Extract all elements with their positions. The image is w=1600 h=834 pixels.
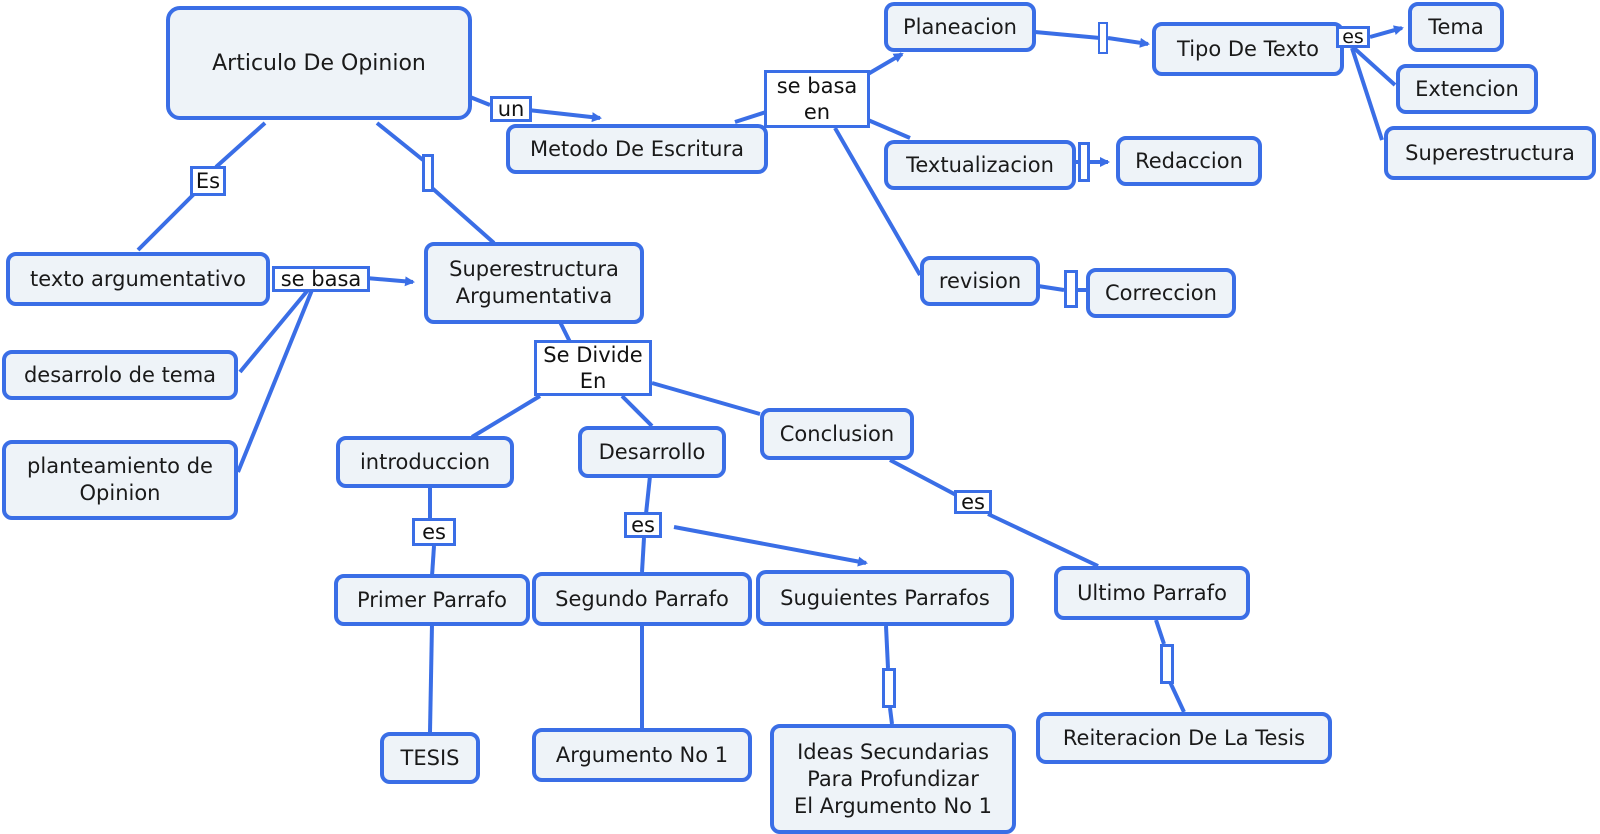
concept-desarrolo-de-tema[interactable]: desarrolo de tema bbox=[2, 350, 238, 400]
connector bbox=[640, 537, 646, 573]
concept-articulo-de-opinion[interactable]: Articulo De Opinion bbox=[166, 6, 472, 120]
connector bbox=[833, 126, 922, 277]
connector bbox=[136, 192, 196, 252]
concept-ideas-secundarias[interactable]: Ideas Secundarias Para Profundizar El Ar… bbox=[770, 724, 1016, 834]
concept-reiteracion-de-la-tesis[interactable]: Reiteracion De La Tesis bbox=[1036, 712, 1332, 764]
connector bbox=[470, 394, 542, 439]
link-label-se-divide-en[interactable]: Se Divide En bbox=[534, 340, 652, 396]
connector bbox=[651, 381, 761, 416]
connector bbox=[1369, 25, 1404, 39]
connector bbox=[734, 110, 767, 124]
connector bbox=[469, 95, 491, 107]
link-label-es-desarrollo[interactable]: es bbox=[624, 512, 662, 538]
connector bbox=[558, 321, 572, 343]
connector bbox=[375, 121, 425, 162]
empty-link-bar[interactable] bbox=[422, 154, 434, 192]
connector bbox=[1037, 284, 1065, 292]
concept-tema[interactable]: Tema bbox=[1408, 2, 1504, 52]
concept-argumento-no-1[interactable]: Argumento No 1 bbox=[532, 728, 752, 782]
concept-extencion[interactable]: Extencion bbox=[1396, 64, 1538, 114]
empty-link-bar[interactable] bbox=[1160, 644, 1174, 684]
connector bbox=[866, 52, 904, 76]
connector bbox=[1034, 30, 1101, 40]
connector bbox=[889, 458, 959, 498]
link-label-es-main[interactable]: Es bbox=[190, 166, 226, 196]
concept-superestructura[interactable]: Superestructura bbox=[1384, 126, 1596, 180]
concept-primer-parrafo[interactable]: Primer Parrafo bbox=[334, 574, 530, 626]
link-label-un[interactable]: un bbox=[490, 96, 532, 122]
concept-ultimo-parrafo[interactable]: Ultimo Parrafo bbox=[1054, 566, 1250, 620]
connector bbox=[430, 186, 496, 245]
connector bbox=[527, 108, 602, 123]
connector bbox=[987, 512, 1099, 568]
concept-tesis[interactable]: TESIS bbox=[380, 732, 480, 784]
concept-superestructura-argumentativa[interactable]: Superestructura Argumentativa bbox=[424, 242, 644, 324]
concept-tipo-de-texto[interactable]: Tipo De Texto bbox=[1152, 22, 1344, 76]
connector bbox=[867, 118, 911, 140]
empty-link-bar[interactable] bbox=[1064, 270, 1078, 308]
link-label-se-basa[interactable]: se basa bbox=[272, 266, 370, 292]
concept-texto-argumentativo[interactable]: texto argumentativo bbox=[6, 252, 270, 306]
concept-suguientes-parrafos[interactable]: Suguientes Parrafos bbox=[756, 570, 1014, 626]
concept-desarrollo[interactable]: Desarrollo bbox=[578, 426, 726, 478]
link-label-se-basa-en[interactable]: se basa en bbox=[764, 70, 870, 128]
concept-introduccion[interactable]: introduccion bbox=[336, 436, 514, 488]
connector bbox=[1154, 619, 1166, 645]
connector bbox=[1350, 47, 1384, 141]
concept-correccion[interactable]: Correccion bbox=[1086, 268, 1236, 318]
concept-revision[interactable]: revision bbox=[920, 256, 1040, 306]
link-label-es-tipo[interactable]: es bbox=[1336, 26, 1370, 48]
connector bbox=[644, 475, 652, 515]
connector bbox=[430, 545, 436, 577]
empty-link-bar[interactable] bbox=[1098, 22, 1108, 54]
empty-link-bar[interactable] bbox=[882, 668, 896, 708]
concept-segundo-parrafo[interactable]: Segundo Parrafo bbox=[532, 572, 752, 626]
concept-textualizacion[interactable]: Textualizacion bbox=[884, 140, 1076, 190]
concept-planeacion[interactable]: Planeacion bbox=[884, 2, 1036, 52]
connector bbox=[1168, 681, 1186, 713]
empty-link-bar[interactable] bbox=[1078, 142, 1090, 182]
connector bbox=[1352, 46, 1397, 87]
concept-metodo-de-escritura[interactable]: Metodo De Escritura bbox=[506, 124, 768, 174]
concept-planteamiento-de-opinion[interactable]: planteamiento de Opinion bbox=[2, 440, 238, 520]
connector bbox=[888, 707, 894, 725]
link-label-es-intro[interactable]: es bbox=[412, 518, 456, 546]
connector bbox=[1107, 36, 1150, 48]
connector bbox=[238, 288, 310, 374]
connector bbox=[620, 394, 654, 428]
connector bbox=[884, 625, 890, 669]
connector bbox=[365, 276, 415, 287]
connector bbox=[428, 623, 434, 733]
link-label-es-conclusion[interactable]: es bbox=[954, 490, 992, 514]
connector bbox=[673, 525, 868, 567]
concept-redaccion[interactable]: Redaccion bbox=[1116, 136, 1262, 186]
connector bbox=[214, 121, 267, 169]
connector bbox=[236, 289, 314, 473]
concept-conclusion[interactable]: Conclusion bbox=[760, 408, 914, 460]
